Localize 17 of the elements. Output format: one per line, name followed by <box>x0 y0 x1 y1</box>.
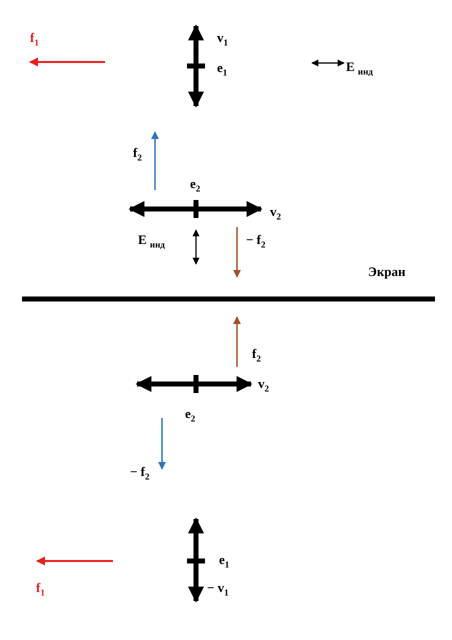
vector-label: e$_{2}$ <box>190 176 200 196</box>
vector-label: − v$_{1}$ <box>207 580 229 600</box>
vector-label: v$_{2}$ <box>270 204 281 224</box>
vector-label: e$_{2}$ <box>185 406 196 426</box>
vector-label: − f$_{2}$ <box>130 464 150 484</box>
screen-label: Экран <box>368 264 406 280</box>
vector-label: f$_{2}$ <box>252 346 261 366</box>
vector-label: f$_{1}$ <box>30 30 39 50</box>
vector-label: f$_{1}$ <box>36 580 45 600</box>
vector-label: E $_{инд}$ <box>346 59 373 79</box>
vector-label: E $_{инд}$ <box>138 232 165 252</box>
vector-label: f$_{2}$ <box>133 145 142 165</box>
vector-label: − f$_{2}$ <box>246 232 266 252</box>
vector-label: e$_{1}$ <box>217 60 228 80</box>
vector-label: e$_{1}$ <box>219 552 230 572</box>
vector-label: v$_{1}$ <box>217 30 228 50</box>
vector-label: v$_{2}$ <box>258 376 269 396</box>
